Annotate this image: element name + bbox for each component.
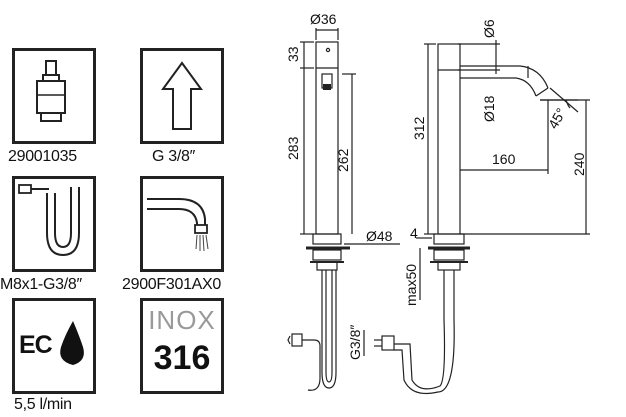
cartridge-caption: 29001035 xyxy=(8,148,77,165)
dim-outlet-diameter: Ø6 xyxy=(481,19,497,38)
dim-spout-height: 240 xyxy=(571,152,587,176)
aerator-box xyxy=(140,176,224,272)
side-body xyxy=(437,43,461,235)
dim-max-thickness: max50 xyxy=(403,264,419,306)
up-arrow-icon xyxy=(161,61,203,130)
eco-logo-text: EC xyxy=(19,331,53,359)
dim-total-height: 312 xyxy=(411,116,427,140)
cartridge-box xyxy=(12,48,96,144)
eco-box: EC xyxy=(12,298,96,394)
eco-water-drop-icon xyxy=(60,321,84,365)
dim-cap-height: 33 xyxy=(285,46,301,62)
dim-base-diameter: Ø48 xyxy=(366,228,393,244)
inox-box: INOX 316 xyxy=(140,298,224,394)
front-body xyxy=(315,41,339,235)
inox-logo-bottom: 316 xyxy=(153,339,211,377)
dim-inner-height: 262 xyxy=(335,148,351,172)
dim-base-step: 4 xyxy=(410,225,418,241)
dim-body-height: 283 xyxy=(285,136,301,160)
flexible-hose-icon xyxy=(18,184,80,257)
thread-caption: G 3/8″ xyxy=(152,148,195,165)
hose-caption: M8x1-G3/8″ xyxy=(0,276,82,293)
dim-inlet-thread: G3/8″ xyxy=(347,325,363,360)
aerator-caption: 2900F301AX0 xyxy=(122,276,222,293)
cartridge-icon xyxy=(36,60,66,122)
dim-spout-diameter: Ø18 xyxy=(481,95,497,122)
thread-box xyxy=(140,48,224,144)
hose-box xyxy=(12,176,96,272)
inox-logo-top: INOX xyxy=(148,305,216,335)
dim-spout-reach: 160 xyxy=(492,151,516,167)
dim-top-diameter: Ø36 xyxy=(310,11,337,27)
eco-caption: 5,5 l/min xyxy=(14,396,72,413)
spout-aerator-icon xyxy=(147,198,209,252)
